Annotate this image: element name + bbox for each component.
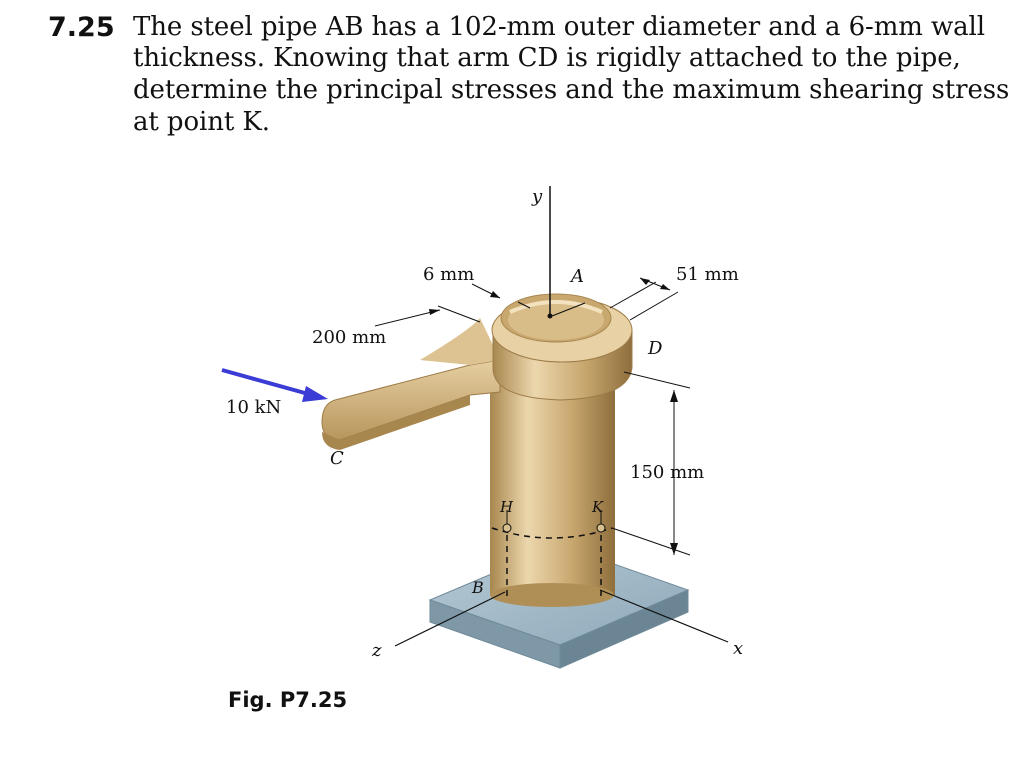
label-force: 10 kN — [226, 397, 282, 418]
label-point-k: K — [592, 498, 604, 516]
y-axis — [547, 186, 553, 319]
label-x-axis: x — [733, 638, 744, 659]
label-point-h: H — [500, 498, 514, 516]
force-arrow — [221, 368, 328, 402]
label-point-d: D — [648, 338, 663, 359]
label-dim-wall: 6 mm — [423, 264, 475, 285]
label-point-a: A — [571, 266, 584, 287]
pipe-ab — [490, 380, 615, 607]
collar-d — [491, 293, 633, 401]
label-dim-height: 150 mm — [630, 462, 705, 483]
radius-line — [551, 302, 586, 317]
problem-text-line-2: thickness. Knowing that arm CD is rigidl… — [133, 43, 961, 73]
wall-arrow-tip — [517, 301, 531, 309]
label-point-c: C — [330, 448, 344, 469]
problem-number: 7.25 — [48, 12, 115, 43]
dim-height-lines — [611, 371, 691, 556]
z-axis — [394, 591, 506, 647]
label-dim-radius: 51 mm — [676, 264, 739, 285]
x-axis — [599, 589, 729, 643]
problem-text-line-4: at point K. — [133, 107, 270, 137]
problem-text-line-1: The steel pipe AB has a 102-mm outer dia… — [133, 12, 985, 42]
figure-caption: Fig. P7.25 — [228, 688, 348, 712]
problem-text-line-3: determine the principal stresses and the… — [133, 75, 1010, 105]
label-point-b: B — [472, 578, 484, 597]
arm-cd — [321, 318, 501, 450]
dim-wall-leader — [471, 283, 501, 299]
label-dim-arm: 200 mm — [312, 327, 387, 348]
label-y-axis: y — [532, 186, 543, 207]
dim-arm-lines — [374, 305, 481, 327]
section-hk — [491, 510, 613, 597]
label-z-axis: z — [372, 640, 382, 661]
dim-radius-lines — [609, 277, 679, 321]
